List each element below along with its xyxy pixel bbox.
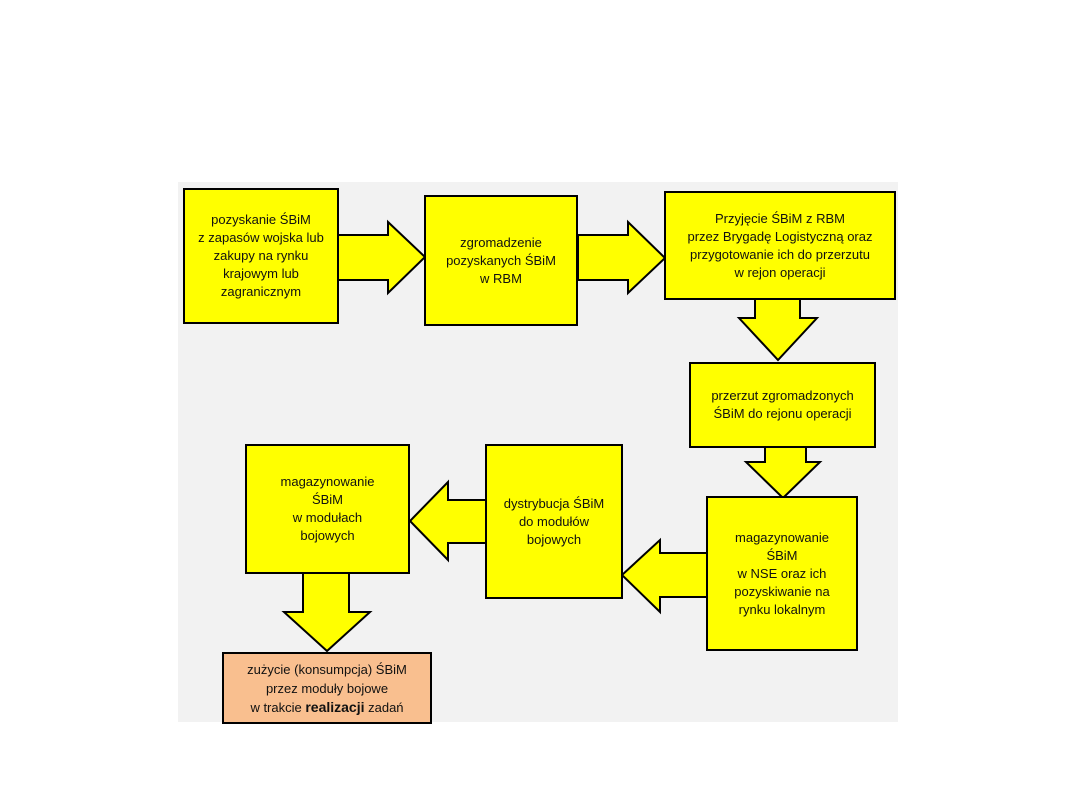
arrow-n4-to-n5	[743, 446, 823, 500]
step-distribution-modules-text: dystrybucja ŚBiM do modułów bojowych	[503, 495, 605, 547]
consumption-line-3-pre: w trakcie	[250, 699, 306, 715]
step-transfer-to-operation: przerzut zgromadzonych ŚBiM do rejonu op…	[689, 362, 876, 448]
step-storage-nse: magazynowanie ŚBiM w NSE oraz ich pozysk…	[706, 496, 858, 651]
step-distribution-modules: dystrybucja ŚBiM do modułów bojowych	[485, 444, 623, 599]
step-transfer-to-operation-text: przerzut zgromadzonych ŚBiM do rejonu op…	[711, 388, 854, 421]
consumption-line-3-post: zadań	[364, 699, 404, 715]
step-accumulation-rbm: zgromadzenie pozyskanych ŚBiM w RBM	[424, 195, 578, 326]
consumption-emphasis: realizacji	[305, 698, 365, 715]
arrow-n5-to-n6	[620, 537, 709, 615]
step-accumulation-rbm-text: zgromadzenie pozyskanych ŚBiM w RBM	[446, 234, 556, 286]
consumption-line-2: przez moduły bojowe	[265, 680, 389, 696]
arrow-n7-to-n8	[281, 571, 373, 653]
step-storage-combat-modules: magazynowanie ŚBiM w modułach bojowych	[245, 444, 410, 574]
step-storage-nse-text: magazynowanie ŚBiM w NSE oraz ich pozysk…	[734, 529, 830, 617]
step-reception-logistics-brigade: Przyjęcie ŚBiM z RBM przez Brygadę Logis…	[664, 191, 896, 300]
step-reception-logistics-brigade-text: Przyjęcie ŚBiM z RBM przez Brygadę Logis…	[687, 210, 873, 280]
arrow-n1-to-n2	[337, 219, 427, 296]
step-acquisition: pozyskanie ŚBiM z zapasów wojska lub zak…	[183, 188, 339, 324]
step-acquisition-text: pozyskanie ŚBiM z zapasów wojska lub zak…	[198, 212, 324, 299]
arrow-n3-to-n4	[736, 298, 820, 362]
step-consumption: zużycie (konsumpcja) ŚBiM przez moduły b…	[222, 652, 432, 724]
arrow-n6-to-n7	[408, 479, 487, 563]
step-storage-combat-modules-text: magazynowanie ŚBiM w modułach bojowych	[280, 474, 375, 543]
consumption-line-3: w trakcie realizacji zadań	[247, 698, 407, 717]
consumption-line-1: zużycie (konsumpcja) ŚBiM	[247, 661, 407, 677]
arrow-n2-to-n3	[577, 219, 667, 296]
